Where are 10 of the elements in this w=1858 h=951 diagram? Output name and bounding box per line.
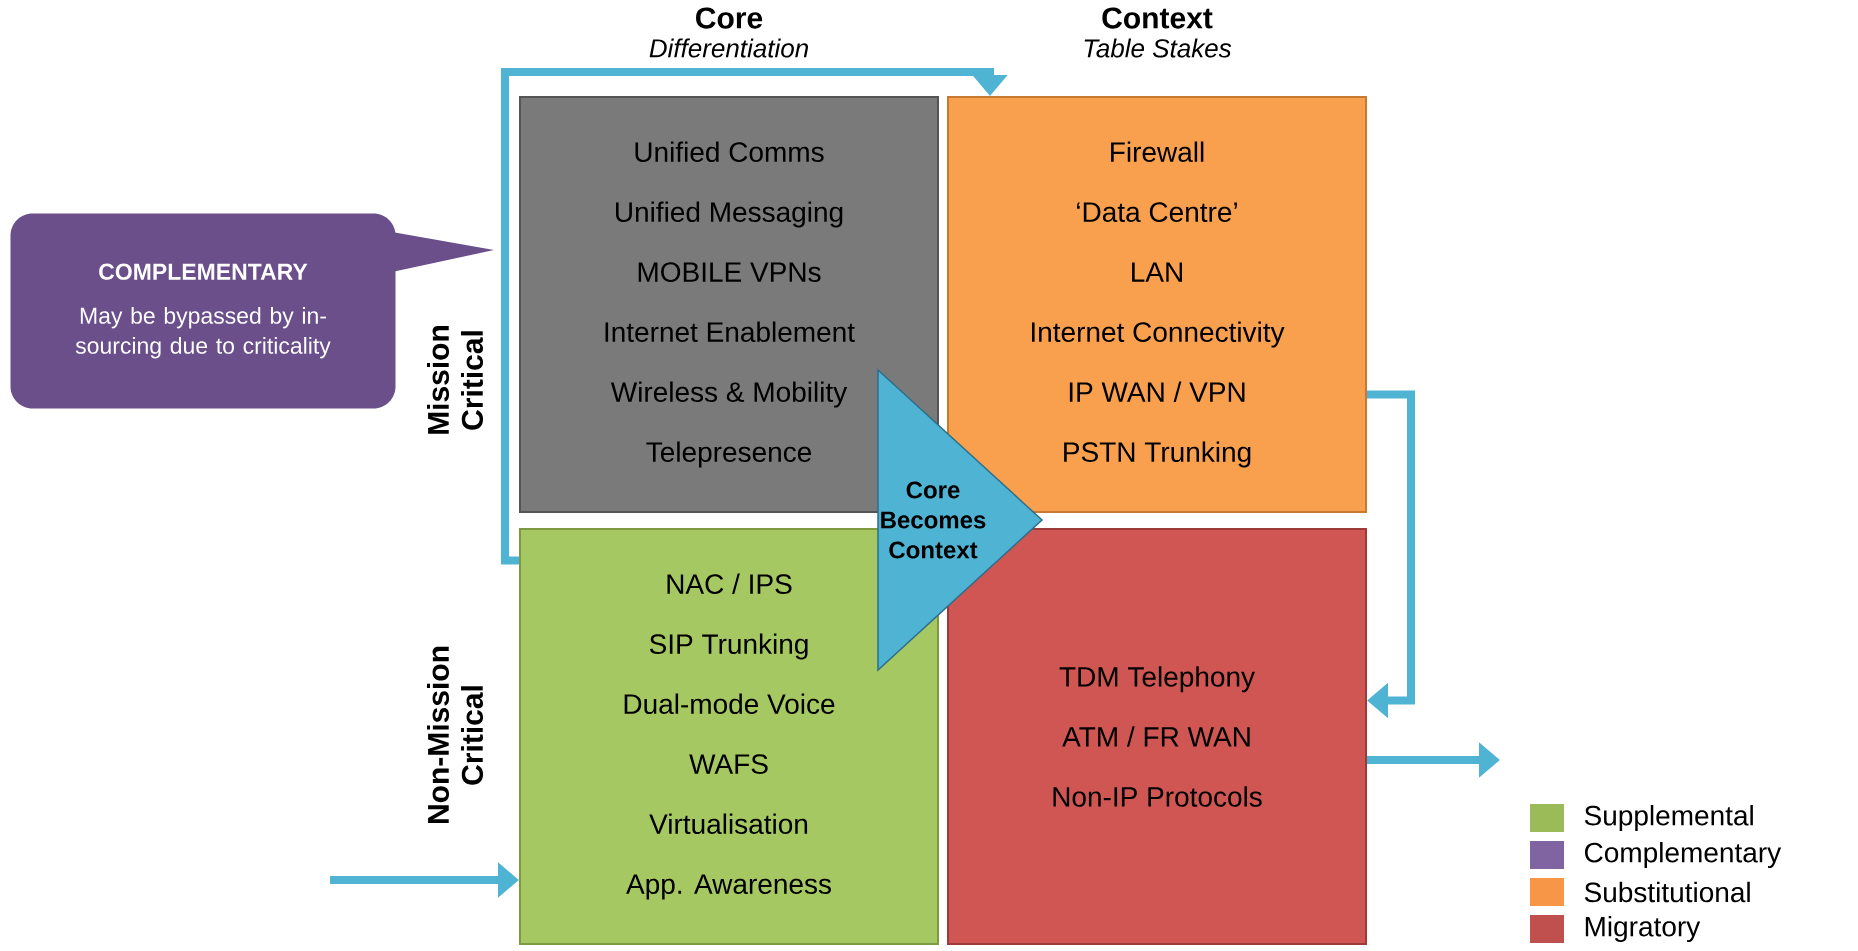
flow-arrow — [501, 68, 1008, 565]
legend-label: Complementary — [1585, 841, 1782, 869]
legend-label: Migratory — [1585, 915, 1701, 943]
column-heading: Core — [696, 7, 763, 29]
legend-label: Supplemental — [1584, 804, 1753, 832]
column-subheading: Differentiation — [649, 38, 808, 58]
column-subheading: Table Stakes — [1084, 38, 1232, 58]
legend-label: Substitutional — [1584, 881, 1750, 903]
column-heading: Context — [1102, 7, 1213, 29]
row-heading: Non-Mission Critical — [427, 646, 484, 823]
